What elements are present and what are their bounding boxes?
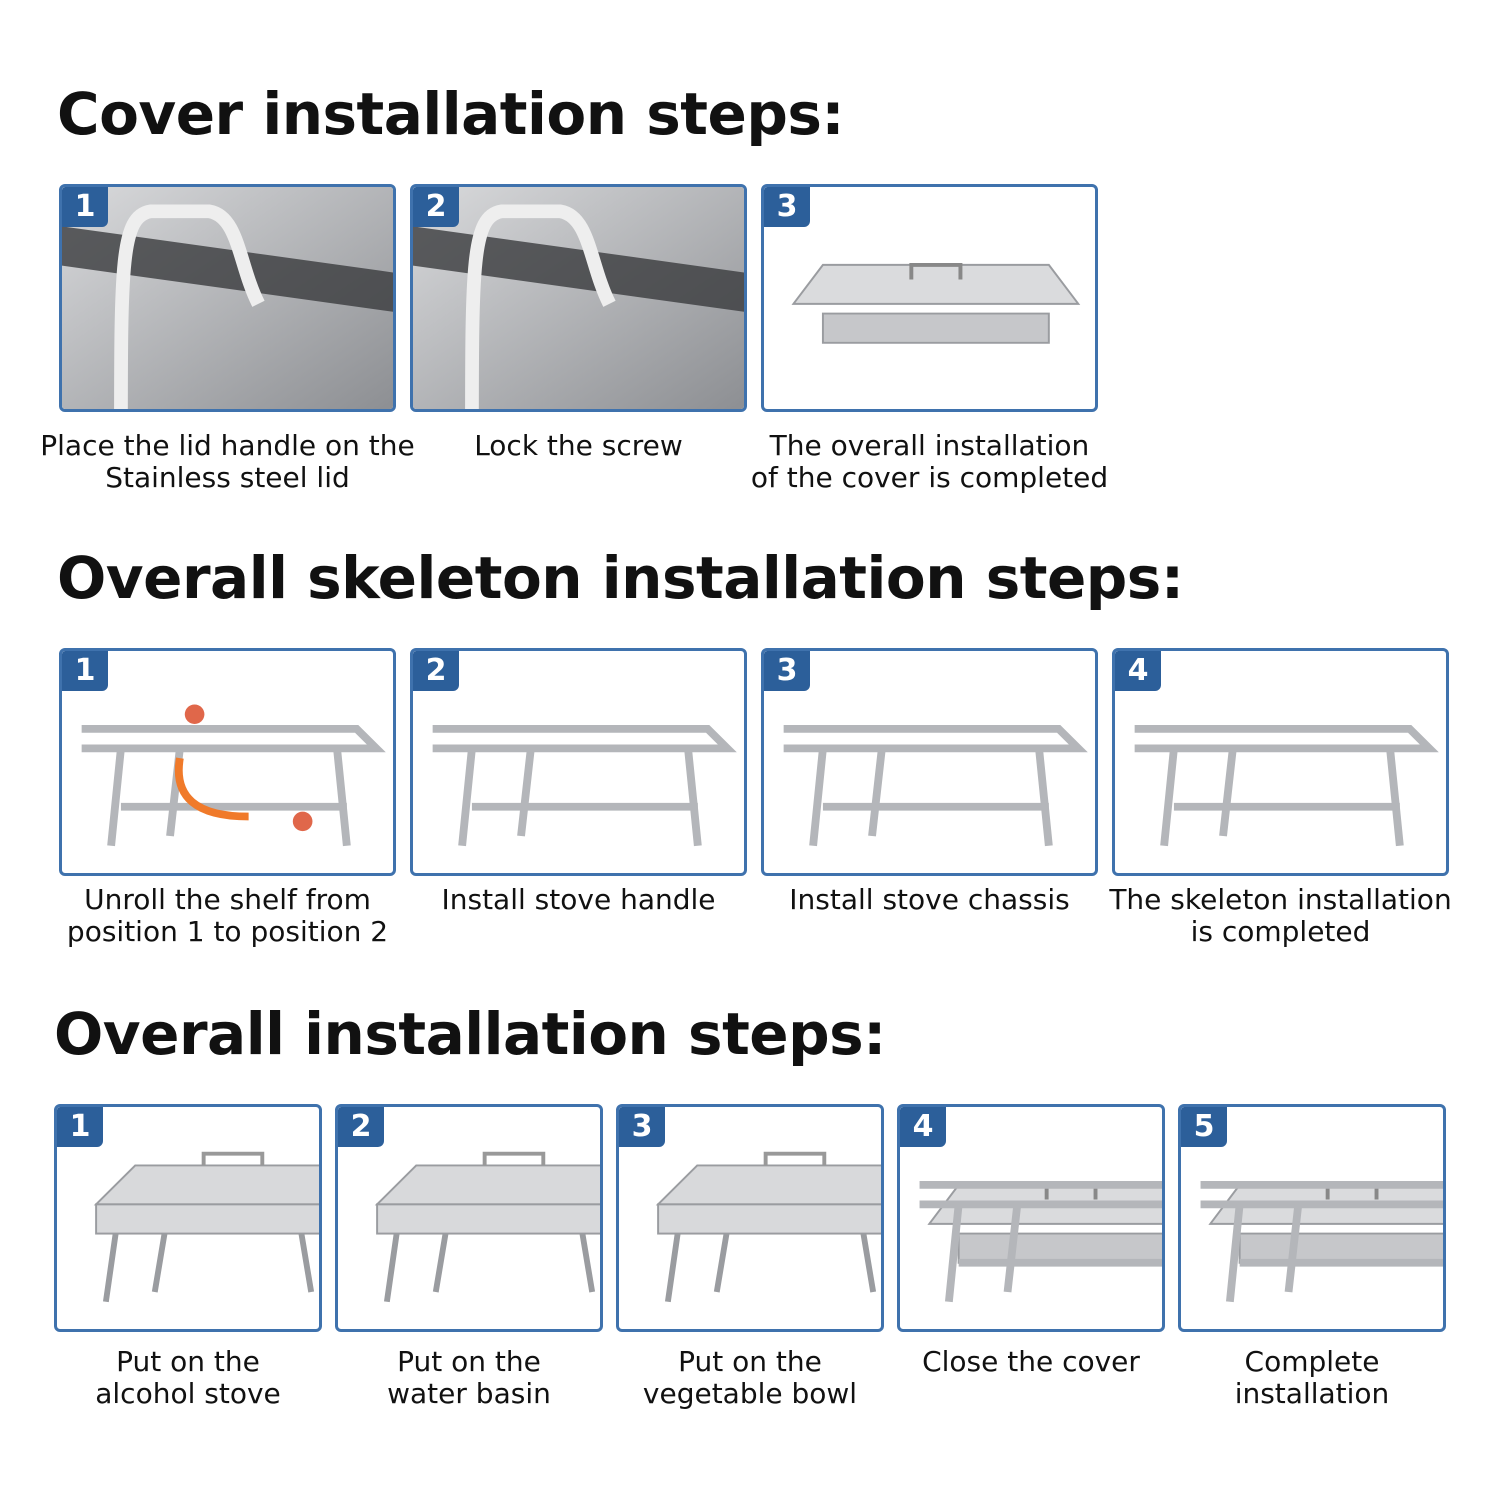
caption-line: Lock the screw <box>474 429 683 462</box>
step-image-3-2: 2 <box>335 1104 603 1332</box>
step-number-badge: 1 <box>62 187 108 227</box>
step-image-3-4: 4 <box>897 1104 1165 1332</box>
caption-line: vegetable bowl <box>642 1377 858 1410</box>
step-caption: Install stove handle <box>379 884 779 916</box>
product-illustration <box>374 1151 600 1303</box>
caption-line: Unroll the shelf from <box>84 883 371 916</box>
caption-line: Install stove handle <box>441 883 716 916</box>
step-number-badge: 2 <box>338 1107 384 1147</box>
caption-line: position 1 to position 2 <box>66 915 389 948</box>
step-image-1-1: 1 <box>59 184 396 412</box>
step-image-2-3: 3 <box>761 648 1098 876</box>
product-illustration <box>919 1181 1162 1303</box>
caption-line: of the cover is completed <box>750 461 1109 494</box>
caption-line: Install stove chassis <box>789 883 1070 916</box>
caption-line: Put on the <box>116 1345 260 1378</box>
step-caption: Lock the screw <box>379 430 779 462</box>
step-image-2-1: 1 <box>59 648 396 876</box>
product-illustration <box>783 725 1088 847</box>
caption-line: Put on the <box>678 1345 822 1378</box>
arrow-icon <box>174 757 249 821</box>
step-image-1-2: 2 <box>410 184 747 412</box>
section-title-overall: Overall installation steps: <box>54 1000 886 1068</box>
step-image-1-3: 3 <box>761 184 1098 412</box>
step-number-badge: 2 <box>413 187 459 227</box>
product-illustration <box>413 187 744 409</box>
step-number-badge: 3 <box>619 1107 665 1147</box>
step-number-badge: 2 <box>413 651 459 691</box>
step-number-badge: 4 <box>900 1107 946 1147</box>
step-image-3-5: 5 <box>1178 1104 1446 1332</box>
product-illustration <box>791 262 1081 344</box>
step-number-badge: 4 <box>1115 651 1161 691</box>
step-number-badge: 3 <box>764 651 810 691</box>
product-illustration <box>93 1151 319 1303</box>
step-caption: Close the cover <box>831 1346 1231 1378</box>
step-image-2-2: 2 <box>410 648 747 876</box>
caption-line: Complete <box>1244 1345 1380 1378</box>
step-number-badge: 3 <box>764 187 810 227</box>
caption-line: The overall installation <box>769 429 1090 462</box>
product-illustration <box>81 704 386 847</box>
step-number-badge: 1 <box>62 651 108 691</box>
step-number-badge: 1 <box>57 1107 103 1147</box>
product-illustration <box>432 725 737 847</box>
caption-line: Place the lid handle on the <box>40 429 415 462</box>
step-number-badge: 5 <box>1181 1107 1227 1147</box>
caption-line: alcohol stove <box>95 1377 281 1410</box>
section-title-skeleton: Overall skeleton installation steps: <box>57 544 1184 612</box>
product-illustration <box>1134 725 1439 847</box>
caption-line: is completed <box>1190 915 1371 948</box>
caption-line: installation <box>1234 1377 1390 1410</box>
step-image-3-1: 1 <box>54 1104 322 1332</box>
step-caption: Install stove chassis <box>730 884 1130 916</box>
product-illustration <box>62 187 393 409</box>
caption-line: water basin <box>387 1377 551 1410</box>
caption-line: The skeleton installation <box>1109 883 1452 916</box>
caption-line: Stainless steel lid <box>105 461 350 494</box>
caption-line: Close the cover <box>922 1345 1140 1378</box>
section-title-cover: Cover installation steps: <box>57 80 845 148</box>
step-image-2-4: 4 <box>1112 648 1449 876</box>
product-illustration <box>655 1151 881 1303</box>
caption-line: Put on the <box>397 1345 541 1378</box>
product-illustration <box>1200 1181 1443 1303</box>
step-image-3-3: 3 <box>616 1104 884 1332</box>
